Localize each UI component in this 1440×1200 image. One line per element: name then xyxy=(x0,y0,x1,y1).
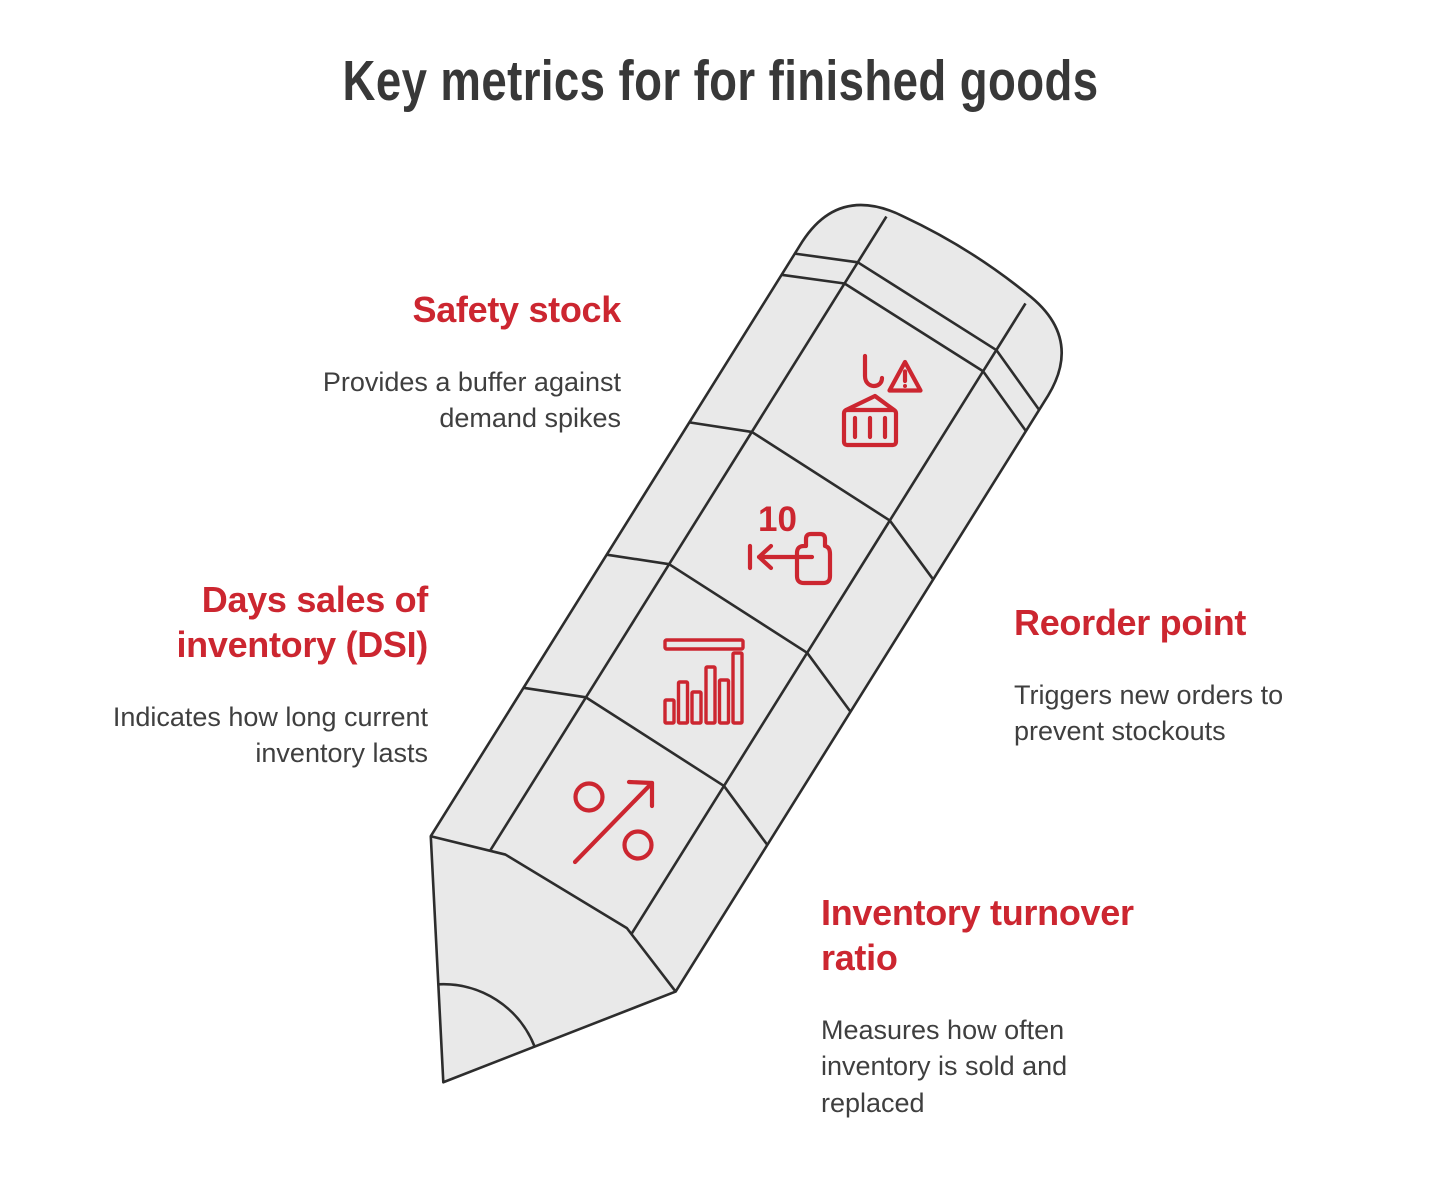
percent-growth-icon xyxy=(572,779,655,865)
label-days-sales-of-inventory: Days sales of inventory (DSI) Indicates … xyxy=(0,577,428,772)
reorder-point-title: Reorder point xyxy=(1014,602,1247,643)
crane-cables xyxy=(843,393,897,413)
pencil-ridge-right xyxy=(630,302,1027,936)
growth-arrow-head xyxy=(626,779,655,809)
reorder-quantity-icon: 10 xyxy=(747,500,833,586)
chart-bar-2 xyxy=(676,680,690,725)
crane-hook xyxy=(862,353,885,389)
growth-arrow-line xyxy=(572,780,655,865)
reorder-arrow-head xyxy=(756,543,774,571)
pencil xyxy=(429,203,1063,1084)
pencil-segment-divider-2 xyxy=(606,553,852,713)
safety-stock-title: Safety stock xyxy=(412,289,622,330)
container-slats xyxy=(852,415,888,440)
label-safety-stock: Safety stock Provides a buffer against d… xyxy=(191,287,621,437)
warning-exclamation-dot xyxy=(903,384,907,388)
page-title: Key metrics for for finished goods xyxy=(0,50,1440,113)
pencil-ferrule-line-top xyxy=(794,252,1041,411)
pencil-segment-divider-1 xyxy=(689,421,935,581)
percent-circle-bottom xyxy=(622,829,654,861)
chart-bar-3 xyxy=(690,690,703,725)
pencil-ridge-left xyxy=(488,215,888,852)
safety-stock-description: Provides a buffer against demand spikes xyxy=(322,367,621,434)
chart-bar-1 xyxy=(663,698,676,725)
inventory-turnover-title: Inventory turnover ratio xyxy=(821,892,1134,978)
pencil-outline xyxy=(429,203,1063,1084)
container-crane-warning-icon xyxy=(841,353,923,448)
container-box xyxy=(841,407,899,448)
chart-top-bar xyxy=(663,638,745,651)
pencil-tip-arc xyxy=(438,982,536,1048)
dsi-title: Days sales of inventory (DSI) xyxy=(176,579,428,665)
label-inventory-turnover-ratio: Inventory turnover ratio Measures how of… xyxy=(821,890,1241,1121)
pencil-tip-shoulder xyxy=(430,834,677,993)
pencil-segment-divider-3 xyxy=(523,686,769,846)
page-title-text: Key metrics for for finished goods xyxy=(341,49,1098,113)
warning-triangle xyxy=(887,359,923,393)
chart-bar-6 xyxy=(731,651,744,725)
inventory-turnover-description: Measures how often inventory is sold and… xyxy=(821,1015,1068,1118)
bar-chart-icon xyxy=(663,638,745,725)
reorder-quantity-label: 10 xyxy=(758,500,797,539)
label-reorder-point: Reorder point Triggers new orders to pre… xyxy=(1014,600,1434,750)
chart-bar-5 xyxy=(717,678,731,725)
reorder-canister xyxy=(794,531,833,586)
dsi-description: Indicates how long current inventory las… xyxy=(112,702,428,769)
pencil-ferrule-line-bottom xyxy=(781,273,1027,432)
percent-circle-top xyxy=(573,781,605,813)
chart-bar-4 xyxy=(704,665,717,725)
reorder-point-description: Triggers new orders to prevent stockouts xyxy=(1014,680,1284,747)
